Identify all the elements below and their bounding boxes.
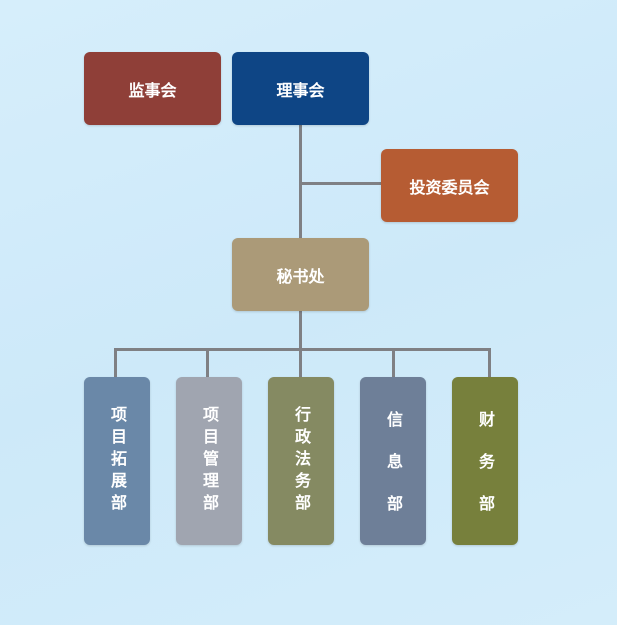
dept-label: 信息部 <box>384 411 403 537</box>
connector-line <box>299 125 302 238</box>
dept-project-management: 项目管理部 <box>176 377 242 545</box>
dept-label: 行政法务部 <box>292 406 311 516</box>
connector-line <box>114 348 491 351</box>
connector-line <box>206 348 209 377</box>
connector-line <box>114 348 117 377</box>
dept-project-expansion: 项目拓展部 <box>84 377 150 545</box>
supervisory-board-box: 监事会 <box>84 52 221 125</box>
connector-line <box>392 348 395 377</box>
dept-label: 财务部 <box>476 411 495 537</box>
dept-label: 项目拓展部 <box>108 406 127 516</box>
connector-line <box>488 348 491 377</box>
connector-line <box>299 311 302 377</box>
dept-admin-legal: 行政法务部 <box>268 377 334 545</box>
box-label: 监事会 <box>128 80 177 100</box>
dept-label: 项目管理部 <box>200 406 219 516</box>
dept-information: 信息部 <box>360 377 426 545</box>
dept-finance: 财务部 <box>452 377 518 545</box>
board-of-directors-box: 理事会 <box>232 52 369 125</box>
investment-committee-box: 投资委员会 <box>381 149 518 222</box>
connector-line <box>299 182 381 185</box>
box-label: 秘书处 <box>276 266 325 286</box>
secretariat-box: 秘书处 <box>232 238 369 311</box>
box-label: 投资委员会 <box>409 177 490 197</box>
box-label: 理事会 <box>276 80 325 100</box>
